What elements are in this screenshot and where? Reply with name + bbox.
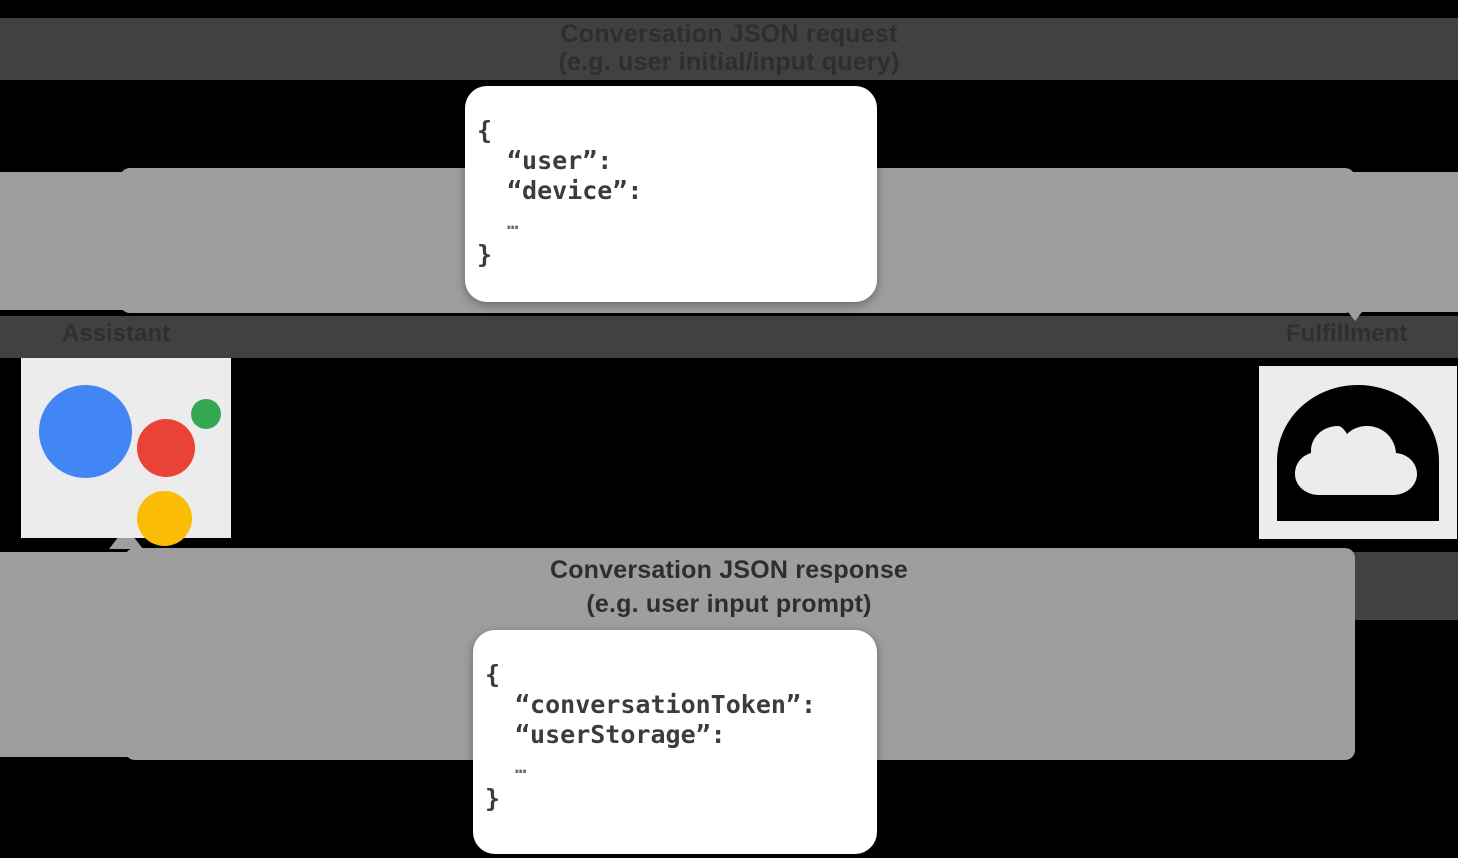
response-json-line-ellipsis: … (515, 756, 527, 778)
response-title: Conversation JSON response (549, 556, 909, 584)
request-caption-band (0, 18, 1458, 80)
request-arrow-right-edge (1346, 172, 1458, 312)
response-json-line-user-storage: “userStorage”: (515, 720, 726, 749)
request-json-line-user: “user”: (507, 146, 613, 175)
request-json-line-device: “device”: (507, 176, 643, 205)
fulfillment-label: Fulfillment (1286, 320, 1408, 347)
request-arrowhead-icon (1338, 299, 1372, 321)
assistant-icon-tile (21, 358, 231, 546)
request-json-line-close: } (477, 240, 493, 269)
response-json-card: { “conversationToken”: “userStorage”: … … (473, 630, 877, 854)
response-json-line-conversation-token: “conversationToken”: (515, 690, 817, 719)
google-assistant-icon-blue-dot (39, 385, 132, 478)
response-arrow-left-edge (0, 552, 130, 757)
request-json-line-open: { (477, 116, 493, 145)
response-json-line-close: } (485, 784, 501, 813)
response-subtitle: (e.g. user input prompt) (586, 590, 872, 618)
request-json-card: { “user”: “device”: … } (465, 86, 877, 302)
request-title: Conversation JSON request (560, 20, 898, 48)
response-json-line-open: { (485, 660, 501, 689)
google-assistant-icon-yellow-dot (137, 491, 192, 546)
cloud-icon (1275, 383, 1441, 523)
google-assistant-icon-green-dot (191, 399, 221, 429)
fulfillment-icon-tile (1259, 366, 1457, 539)
google-assistant-icon-red-dot (137, 419, 195, 477)
request-subtitle: (e.g. user initial/input query) (558, 48, 900, 76)
request-arrow-left-edge (0, 172, 125, 310)
assistant-label: Assistant (62, 320, 171, 347)
middle-divider-band (0, 316, 1458, 358)
request-json-line-ellipsis: … (507, 212, 519, 234)
